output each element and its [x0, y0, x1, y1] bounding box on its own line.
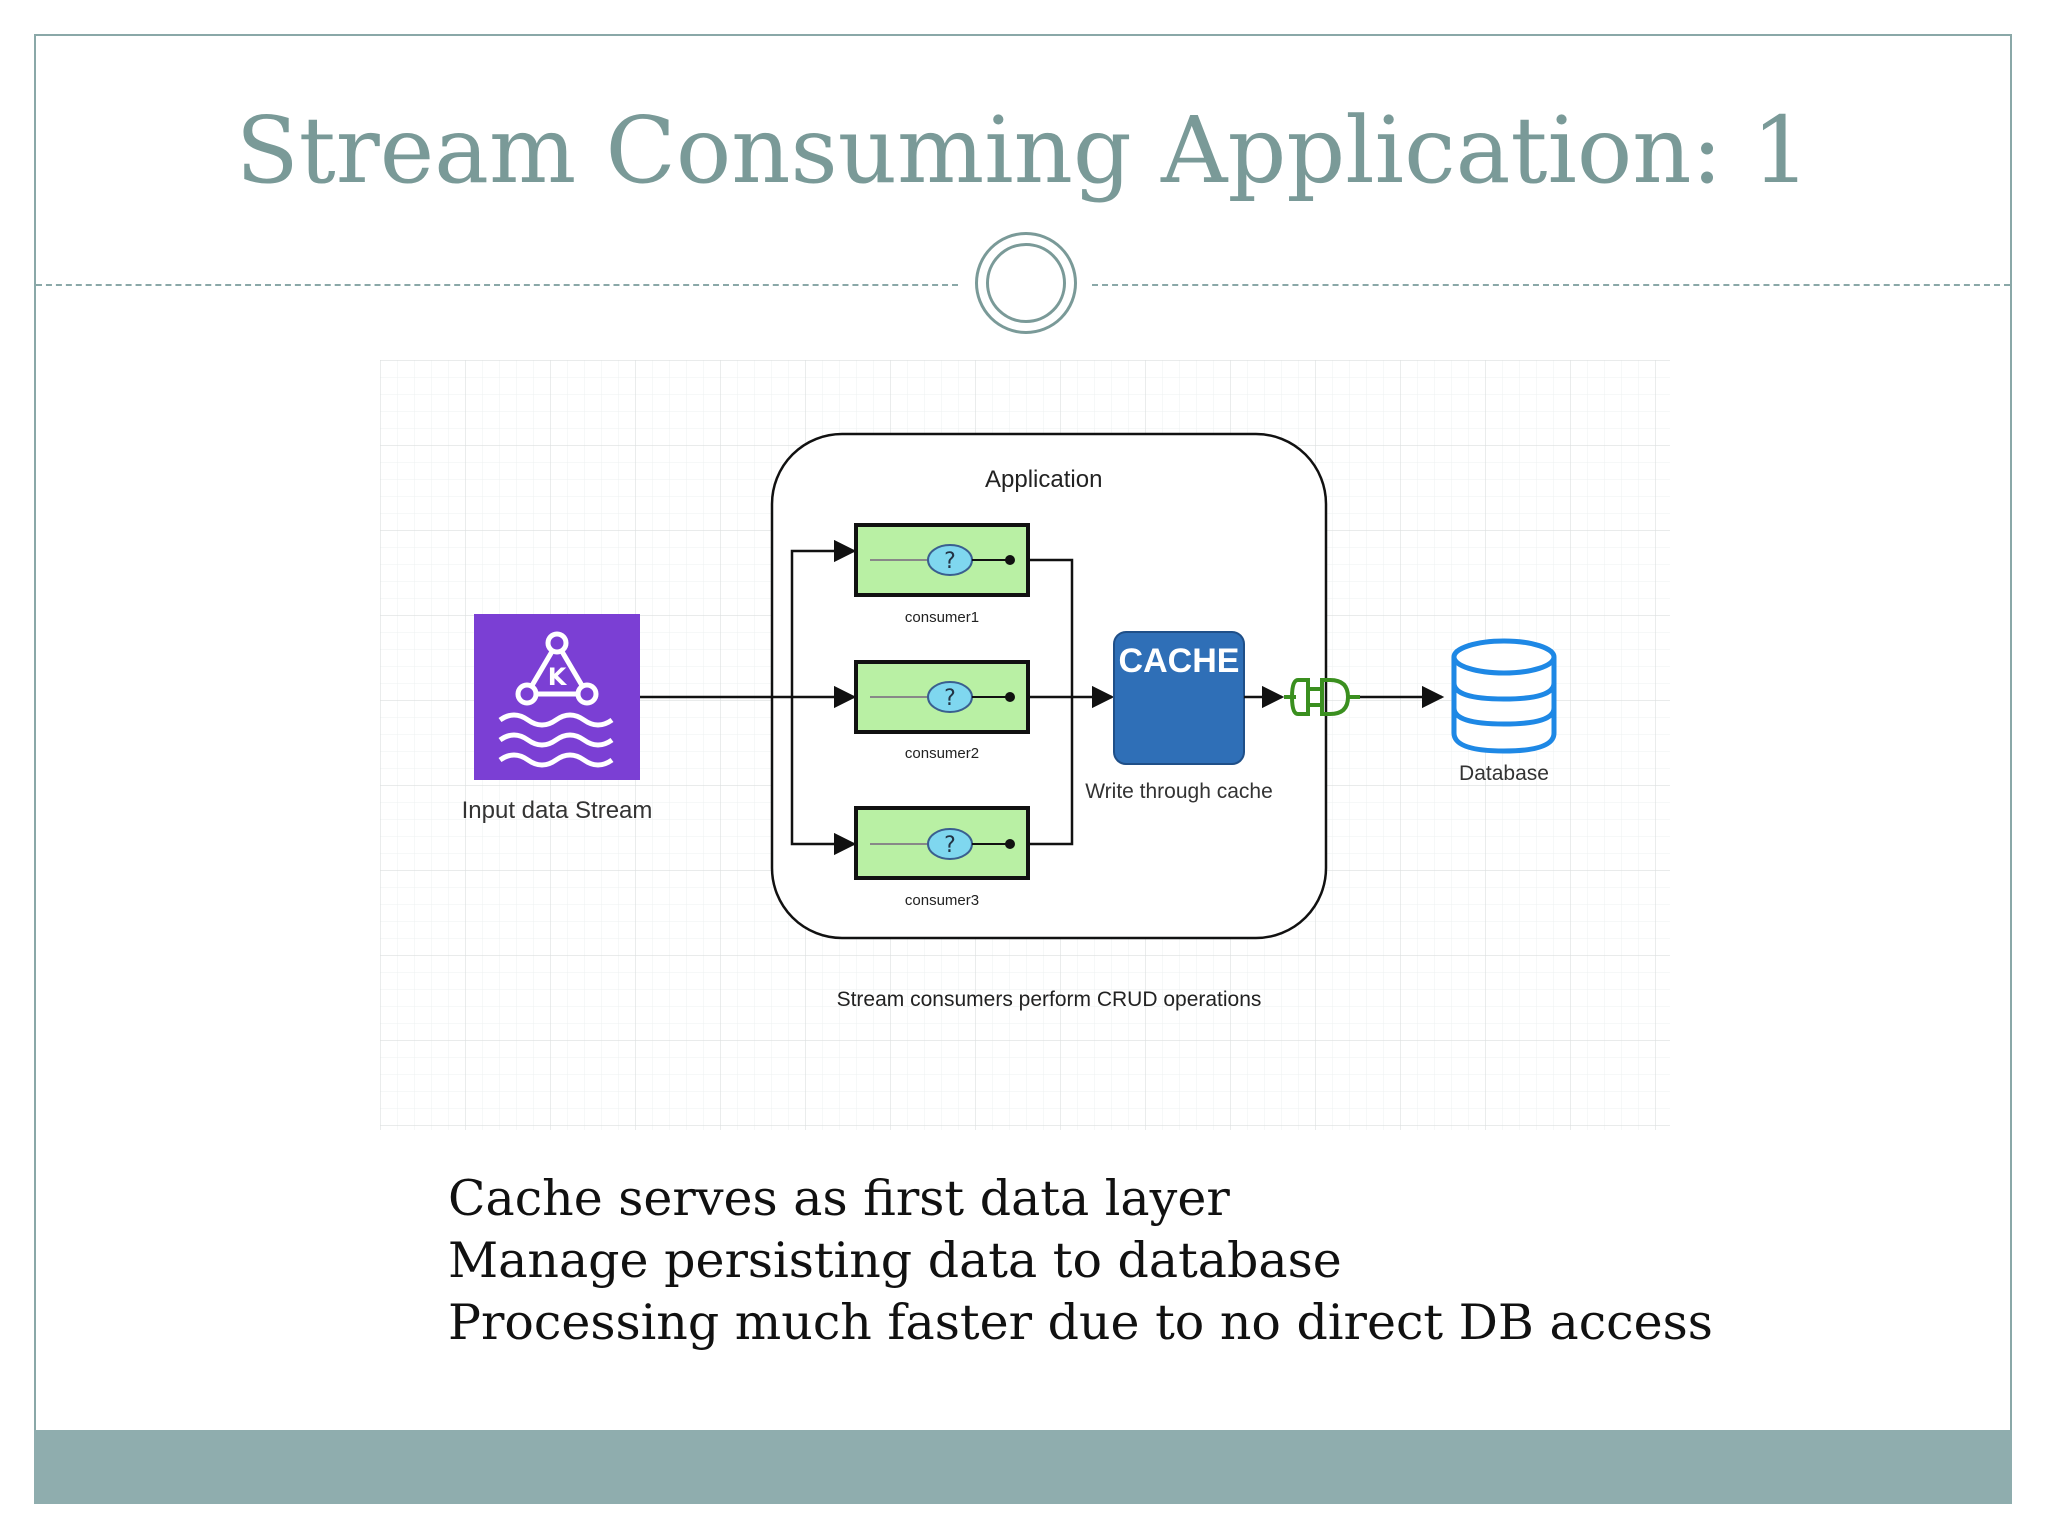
kinesis-icon-letter: K: [548, 663, 568, 691]
title-divider-right: [1092, 284, 2010, 286]
database-node: Database: [1451, 638, 1557, 785]
consumer1-to-cache-edge: [1028, 558, 1074, 697]
consumer-glyph: ?: [944, 833, 956, 858]
input-stream-label: Input data Stream: [462, 797, 653, 824]
consumer-glyph: ?: [944, 549, 956, 574]
diagram-caption: Stream consumers perform CRUD operations: [837, 988, 1262, 1011]
consumer-node: ? consumer3: [854, 806, 1030, 909]
bullet-item: Processing much faster due to no direct …: [448, 1294, 1713, 1351]
consumer-node: ? consumer1: [854, 523, 1030, 626]
consumer-label: consumer1: [905, 609, 979, 626]
footer-bar: [34, 1430, 2012, 1504]
circle-ornament-icon: [975, 232, 1077, 334]
architecture-diagram: Application K Input data Stream ? consum…: [380, 360, 1670, 1130]
plug-connector-icon: [1284, 678, 1360, 716]
application-label: Application: [985, 466, 1102, 493]
consumer3-to-cache-edge: [1028, 697, 1074, 846]
stream-to-consumer1-edge: [790, 539, 857, 697]
input-stream-node: K Input data Stream: [462, 614, 653, 824]
cache-text: CACHE: [1119, 642, 1240, 680]
cache-node: CACHE Write through cache: [1085, 631, 1273, 803]
stream-to-consumer3-edge: [790, 697, 857, 856]
database-label: Database: [1459, 762, 1549, 785]
slide-title: Stream Consuming Application: 1: [235, 97, 1811, 204]
bullet-list: Cache serves as first data layer Manage …: [448, 1168, 1713, 1354]
database-icon: [1451, 638, 1557, 754]
bullet-item: Cache serves as first data layer: [448, 1170, 1230, 1227]
consumer-label: consumer3: [905, 892, 979, 909]
cache-label: Write through cache: [1085, 780, 1273, 803]
consumer-glyph: ?: [944, 686, 956, 711]
bullet-item: Manage persisting data to database: [448, 1232, 1342, 1289]
title-divider-left: [36, 284, 958, 286]
consumer-label: consumer2: [905, 745, 979, 762]
